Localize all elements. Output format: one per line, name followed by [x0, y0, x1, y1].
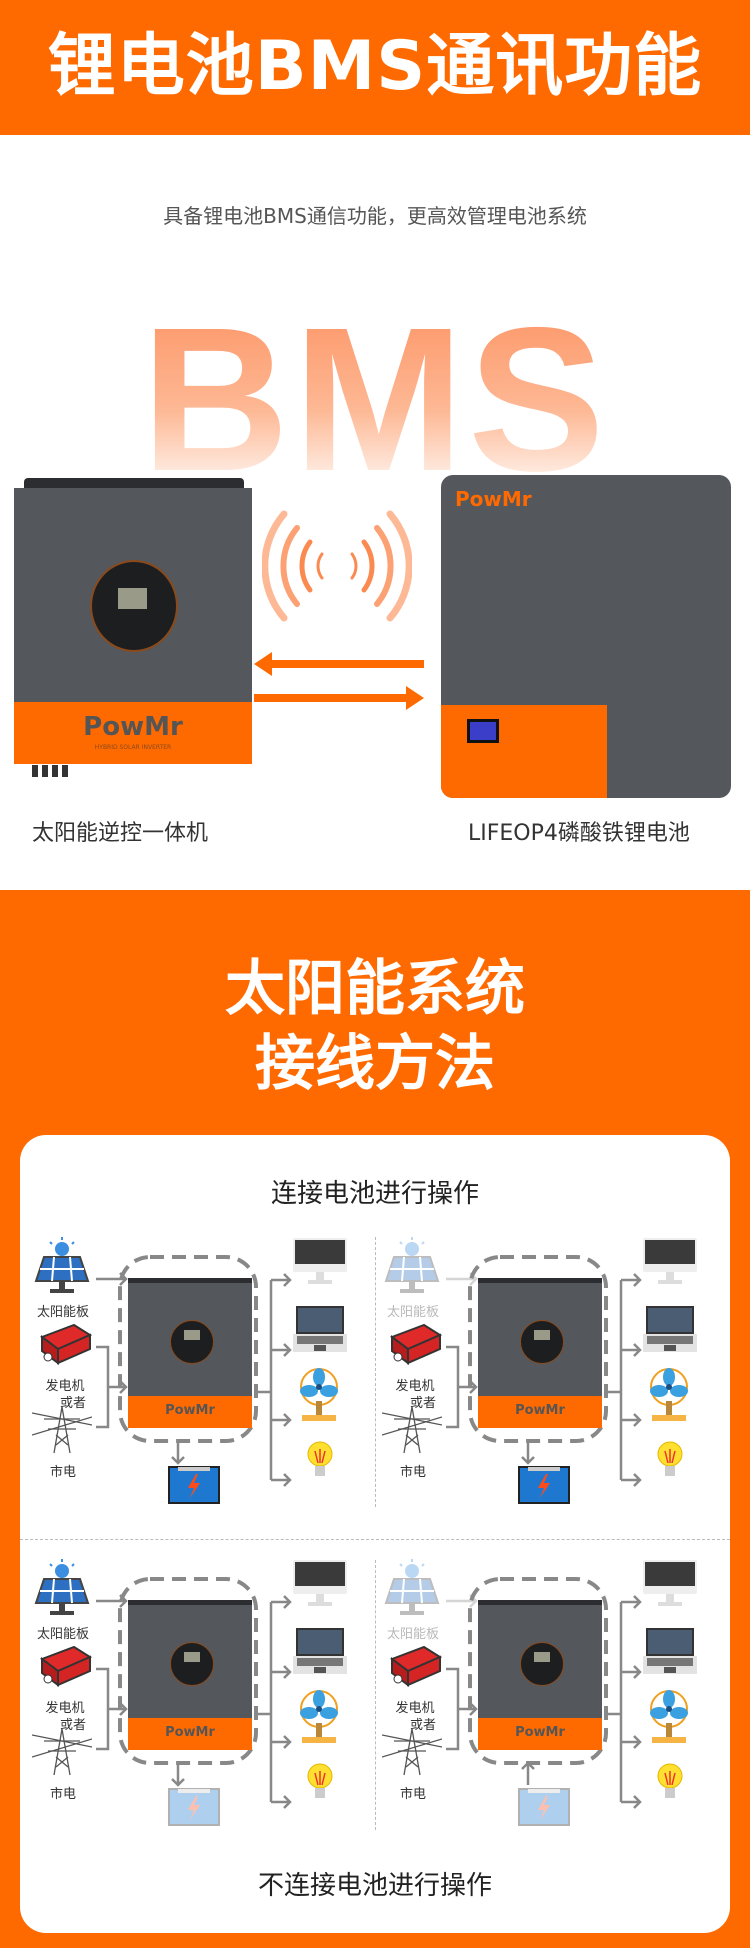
monitor-icon — [293, 1238, 347, 1284]
fan-icon — [300, 1690, 338, 1743]
laptop-icon — [293, 1306, 347, 1352]
grid-label: 市电 — [399, 1465, 426, 1480]
inverter-logo: PowMr — [515, 1403, 565, 1418]
generator-label: 发电机 — [45, 1701, 85, 1716]
connection-lines — [446, 1255, 642, 1487]
battery-icon — [518, 1788, 570, 1826]
wiring-diagram: 太阳能板 发电机 或者 市电 PowMr — [378, 1235, 728, 1515]
generator-icon — [389, 1645, 442, 1687]
light-bulb-icon — [657, 1441, 683, 1476]
inverter-logo: PowMr — [165, 1403, 215, 1418]
solar-label: 太阳能板 — [386, 1627, 439, 1642]
arrow-right — [254, 686, 424, 710]
solar-label: 太阳能板 — [36, 1305, 89, 1320]
monitor-icon — [293, 1560, 347, 1606]
battery-lcd — [467, 719, 499, 743]
inverter-icon: PowMr — [128, 1278, 252, 1428]
solar-panel-icon — [34, 1559, 90, 1615]
wiring-title-line2: 接线方法 — [255, 1029, 495, 1099]
inverter-caption: 太阳能逆控一体机 — [32, 821, 209, 846]
fan-icon — [300, 1368, 338, 1421]
inverter-icon: PowMr — [128, 1600, 252, 1750]
connection-lines — [96, 1577, 292, 1809]
inverter-icon: PowMr — [478, 1600, 602, 1750]
battery-icon — [518, 1466, 570, 1504]
fan-icon — [650, 1690, 688, 1743]
light-bulb-icon — [657, 1763, 683, 1798]
laptop-icon — [293, 1628, 347, 1674]
subtitle: 具备锂电池BMS通信功能，更高效管理电池系统 — [163, 204, 587, 228]
solar-label: 太阳能板 — [36, 1627, 89, 1642]
arrow-left — [254, 652, 424, 676]
header-banner — [0, 0, 750, 135]
solar-panel-icon — [384, 1559, 440, 1615]
light-bulb-icon — [307, 1763, 333, 1798]
generator-icon — [389, 1323, 442, 1365]
connection-lines — [96, 1255, 292, 1487]
power-tower-icon — [32, 1406, 92, 1454]
generator-label: 发电机 — [395, 1701, 435, 1716]
battery-image: PowMr — [441, 475, 731, 798]
signal-waves-icon — [262, 510, 412, 622]
solar-panel-icon — [34, 1237, 90, 1293]
inverter-image: PowMr HYBRID SOLAR INVERTER — [14, 478, 254, 778]
or-label: 或者 — [409, 1396, 436, 1411]
power-tower-icon — [382, 1728, 442, 1776]
light-bulb-icon — [307, 1441, 333, 1476]
fan-icon — [650, 1368, 688, 1421]
inverter-logo: PowMr — [515, 1725, 565, 1740]
battery-icon — [168, 1788, 220, 1826]
generator-icon — [39, 1645, 92, 1687]
battery-icon — [168, 1466, 220, 1504]
bidirectional-arrows — [254, 652, 424, 710]
grid-label: 市电 — [49, 1465, 76, 1480]
inverter-model-text: HYBRID SOLAR INVERTER — [94, 744, 172, 751]
grid-label: 市电 — [399, 1787, 426, 1802]
monitor-icon — [643, 1238, 697, 1284]
or-label: 或者 — [59, 1718, 86, 1733]
battery-logo: PowMr — [455, 487, 532, 511]
grid-label: 市电 — [49, 1787, 76, 1802]
generator-icon — [39, 1323, 92, 1365]
page-title: 锂电池BMS通讯功能 — [47, 27, 703, 106]
solar-panel-icon — [384, 1237, 440, 1293]
wiring-title-line1: 太阳能系统 — [225, 954, 525, 1024]
battery-caption: LIFEOP4磷酸铁锂电池 — [468, 821, 690, 846]
power-tower-icon — [382, 1406, 442, 1454]
wiring-diagram: 太阳能板 发电机 或者 市电 PowMr — [28, 1235, 378, 1515]
generator-label: 发电机 — [395, 1379, 435, 1394]
wiring-diagram: 太阳能板 发电机 或者 市电 PowMr — [28, 1557, 378, 1837]
wiring-card: 连接电池进行操作 太阳能板 发电机 或者 市电 PowMr — [20, 1135, 730, 1933]
inverter-logo: PowMr — [83, 712, 183, 742]
bms-watermark: BMS — [0, 297, 750, 502]
or-label: 或者 — [409, 1718, 436, 1733]
or-label: 或者 — [59, 1396, 86, 1411]
laptop-icon — [643, 1306, 697, 1352]
connection-lines — [446, 1577, 642, 1809]
inverter-icon: PowMr — [478, 1278, 602, 1428]
generator-label: 发电机 — [45, 1379, 85, 1394]
power-tower-icon — [32, 1728, 92, 1776]
solar-label: 太阳能板 — [386, 1305, 439, 1320]
wiring-diagram: 太阳能板 发电机 或者 市电 PowMr — [378, 1557, 728, 1837]
laptop-icon — [643, 1628, 697, 1674]
monitor-icon — [643, 1560, 697, 1606]
with-battery-title: 连接电池进行操作 — [270, 1179, 479, 1209]
without-battery-title: 不连接电池进行操作 — [257, 1871, 492, 1901]
inverter-logo: PowMr — [165, 1725, 215, 1740]
